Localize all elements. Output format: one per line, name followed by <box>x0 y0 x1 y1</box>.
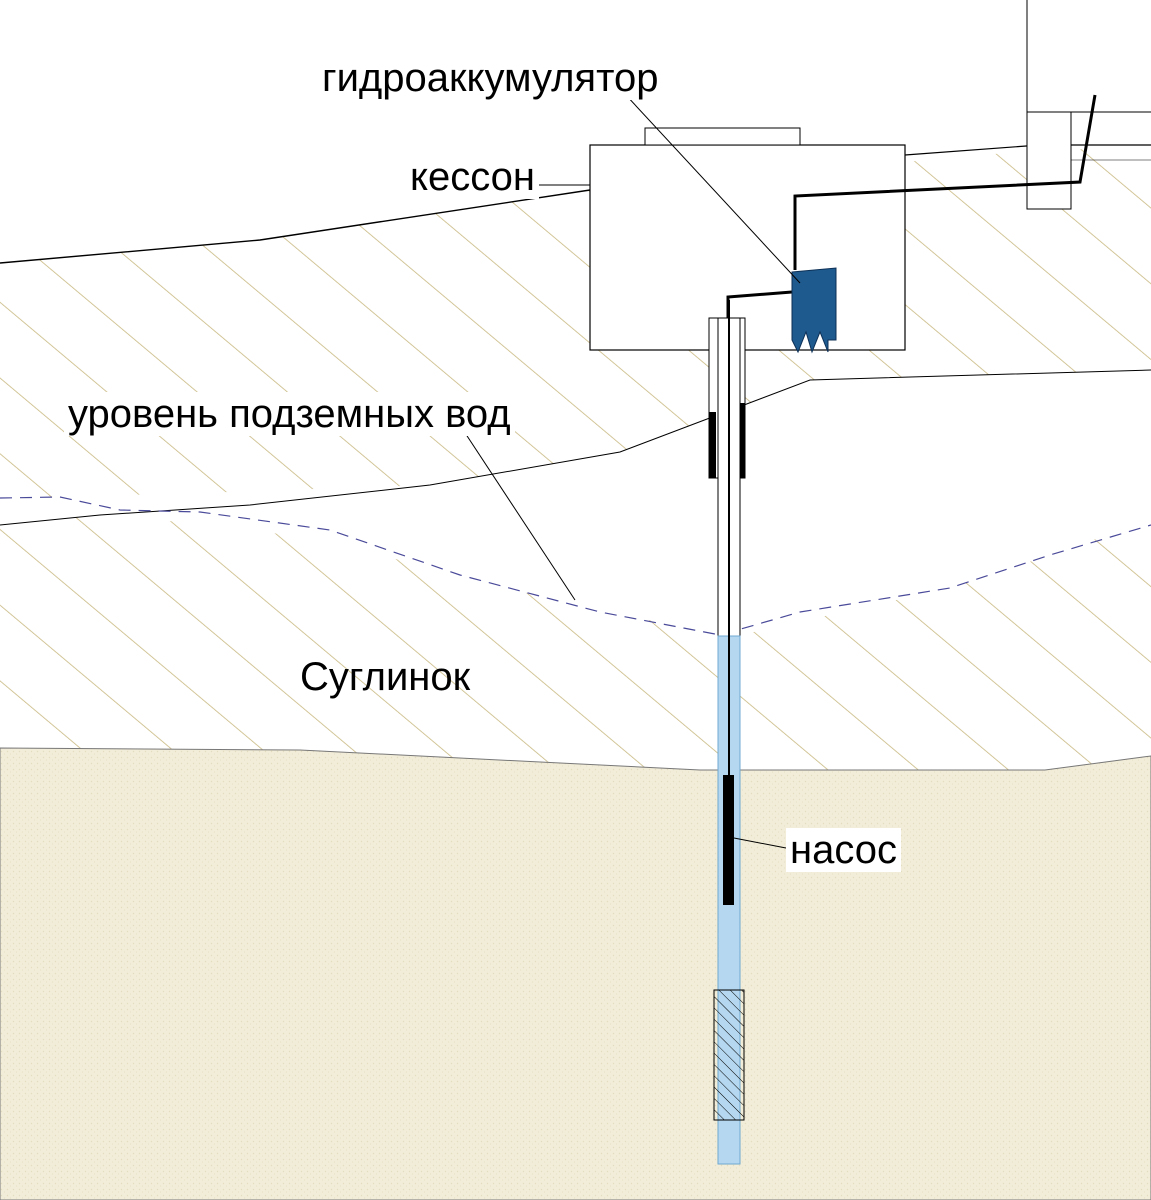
gap-band <box>0 370 1151 635</box>
accumulator-leader <box>611 79 801 284</box>
groundwater-label: уровень подземных вод <box>64 392 515 436</box>
sand-layer <box>0 747 1151 1200</box>
caisson-label: кессон <box>406 155 539 199</box>
groundwater-leader <box>449 409 576 601</box>
accumulator-label: гидроаккумулятор <box>318 56 663 100</box>
accumulator-tank <box>791 267 837 354</box>
caisson-hatch <box>644 127 801 146</box>
loam-label: Суглинок <box>300 655 471 699</box>
pump-label: насос <box>786 828 902 872</box>
pump-body <box>723 775 734 905</box>
casing-seal-right <box>738 403 745 478</box>
layer-line-upper <box>0 369 1151 526</box>
groundwater-line <box>0 496 1151 636</box>
caisson-box <box>589 144 906 351</box>
pump-leader <box>733 837 787 849</box>
house-wall <box>1026 111 1072 210</box>
surface-line <box>0 189 591 264</box>
casing-seal-left <box>709 412 716 478</box>
filter-screen <box>713 989 745 1121</box>
supply-pipe <box>793 94 1097 270</box>
